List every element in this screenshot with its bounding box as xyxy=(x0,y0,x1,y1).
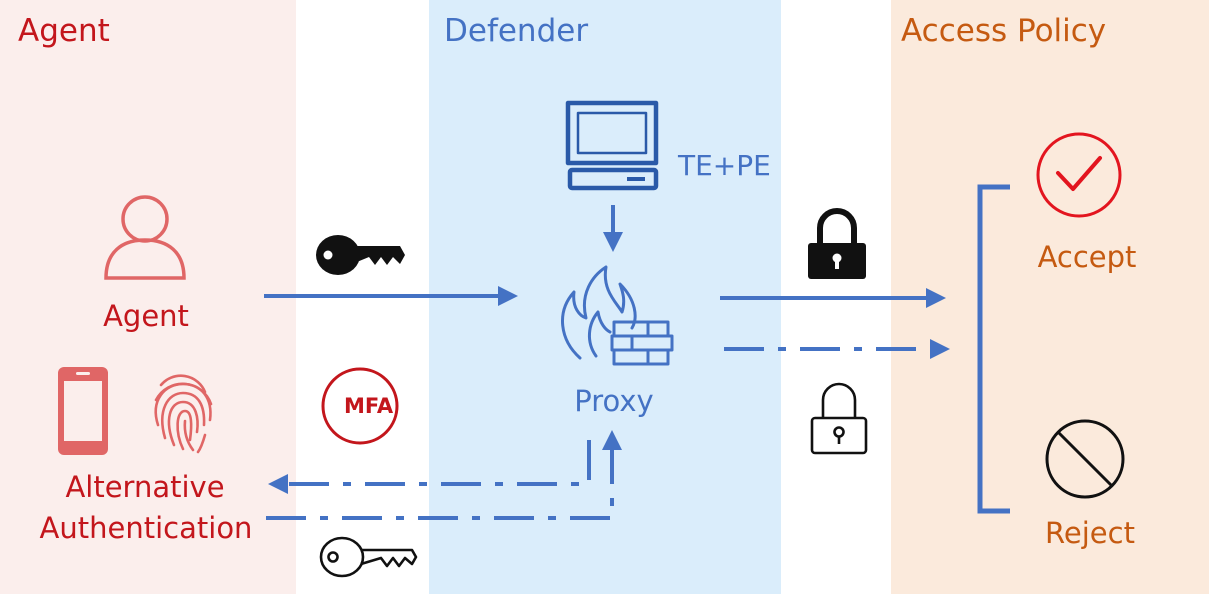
te-pe-label: TE+PE xyxy=(678,149,771,182)
mfa-label: MFA xyxy=(344,394,394,418)
smartphone-icon xyxy=(58,367,108,455)
lock-closed-icon xyxy=(808,208,866,279)
user-icon xyxy=(104,195,186,280)
key-outline-icon xyxy=(319,536,418,578)
alt-auth-label-line1: Alternative xyxy=(65,470,225,504)
access-policy-panel-title: Access Policy xyxy=(901,13,1107,49)
alt-auth-label-line2: Authentication xyxy=(39,511,253,545)
proxy-label: Proxy xyxy=(574,384,654,418)
computer-icon xyxy=(565,100,659,191)
mfa-badge-icon xyxy=(321,367,399,445)
key-solid-icon xyxy=(316,235,405,275)
prohibited-icon xyxy=(1045,419,1125,499)
bracket-icon xyxy=(977,184,1010,514)
proxy-to-alt-auth-dashed-arrow xyxy=(268,440,591,494)
reject-label: Reject xyxy=(1045,516,1135,550)
lock-open-icon xyxy=(810,382,868,455)
checkmark-circle-icon xyxy=(1036,132,1122,218)
alt-auth-to-proxy-dashed-arrow xyxy=(266,430,622,520)
defender-panel-title: Defender xyxy=(444,13,589,49)
firewall-icon xyxy=(561,265,674,366)
agent-panel xyxy=(0,0,296,594)
agent-label: Agent xyxy=(103,299,189,333)
fingerprint-icon xyxy=(154,374,213,454)
accept-label: Accept xyxy=(1037,240,1137,274)
agent-panel-title: Agent xyxy=(18,13,110,49)
